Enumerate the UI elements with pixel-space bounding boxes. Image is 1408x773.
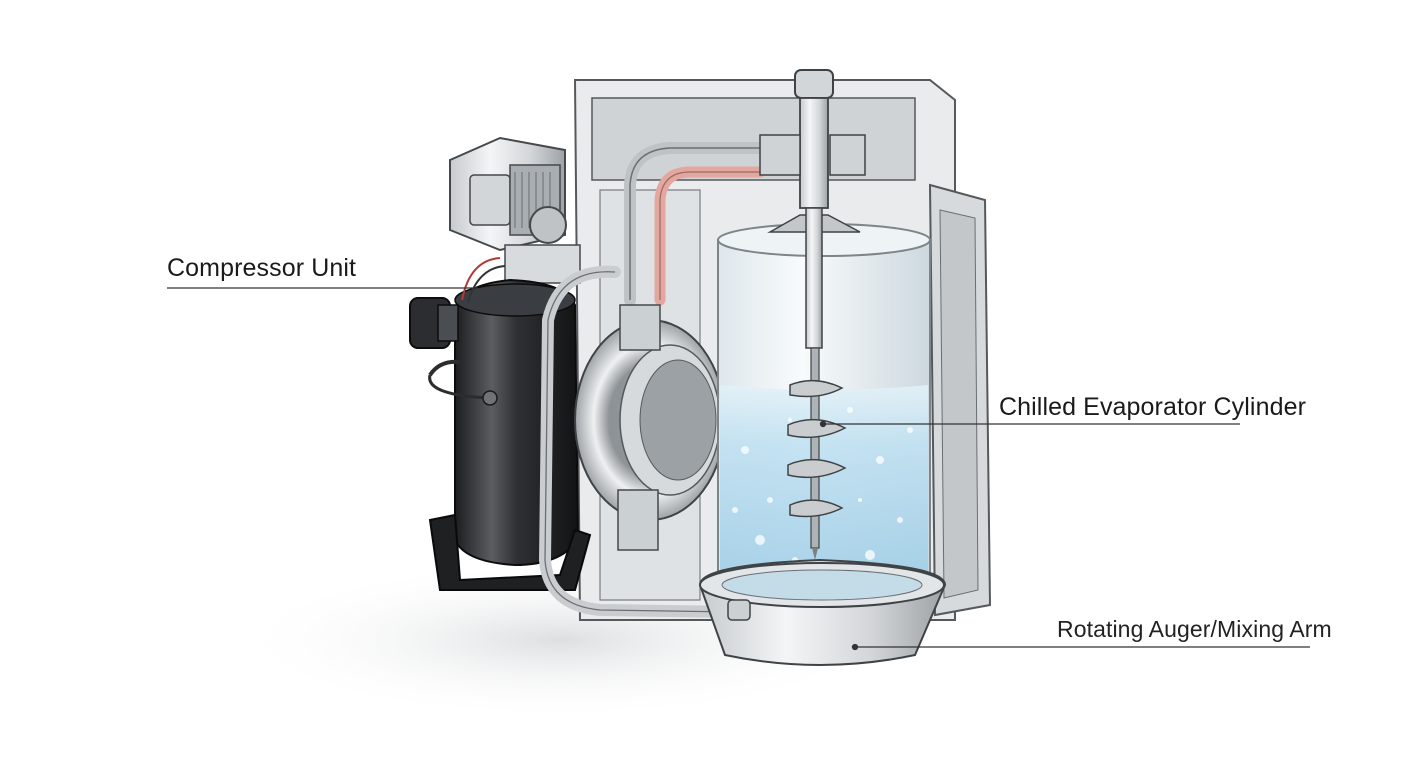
label-auger-mixing-arm: Rotating Auger/Mixing Arm [1057,616,1332,642]
refrigerant-lines [538,142,766,618]
evaporator-cylinder-icon [717,223,931,589]
condenser-ring [574,304,726,551]
compressor-icon [409,257,592,591]
auger-icon [759,69,866,560]
motor-icon [449,136,581,284]
mixing-bowl-icon [698,558,947,666]
leader-lines [167,287,1310,651]
label-compressor-unit: Compressor Unit [167,254,357,282]
label-evaporator-cylinder: Chilled Evaporator Cylinder [999,393,1307,421]
